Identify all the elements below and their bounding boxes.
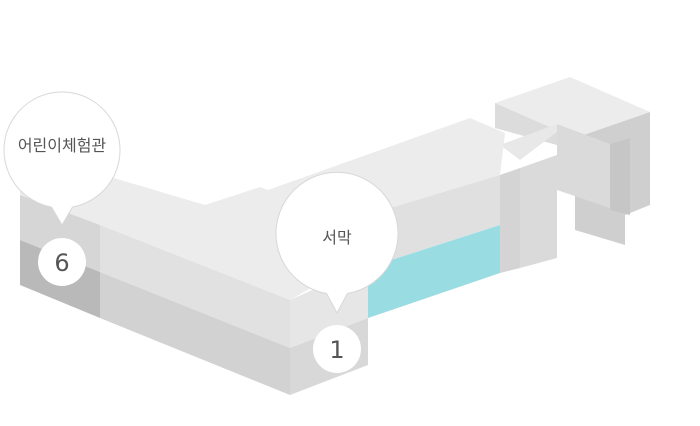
main-wing-front-upper — [100, 225, 290, 348]
main-wing-front-lower — [100, 272, 290, 395]
middle-block — [500, 124, 557, 273]
marker-children-hall[interactable]: 어린이체험관 6 — [3, 91, 121, 286]
marker-label: 서막 — [322, 228, 352, 247]
number-badge — [313, 325, 361, 373]
marker-number: 1 — [329, 336, 344, 364]
marker-label: 어린이체험관 — [18, 136, 107, 155]
right-tower — [495, 77, 650, 245]
building — [20, 77, 650, 395]
number-badge — [38, 238, 86, 286]
marker-seomak[interactable]: 서막 1 — [275, 171, 399, 373]
right-tower-column — [610, 138, 630, 215]
marker-number: 6 — [54, 249, 69, 277]
speech-bubble — [275, 171, 399, 315]
highlight-section[interactable] — [345, 225, 500, 318]
right-tower-front — [495, 103, 575, 150]
middle-block-top — [500, 124, 557, 160]
right-tower-top — [495, 77, 650, 138]
main-wing-top — [20, 168, 368, 300]
back-wing-top — [205, 118, 505, 230]
speech-bubble — [3, 91, 121, 226]
middle-block-side — [520, 155, 557, 268]
middle-block-front — [500, 168, 520, 273]
